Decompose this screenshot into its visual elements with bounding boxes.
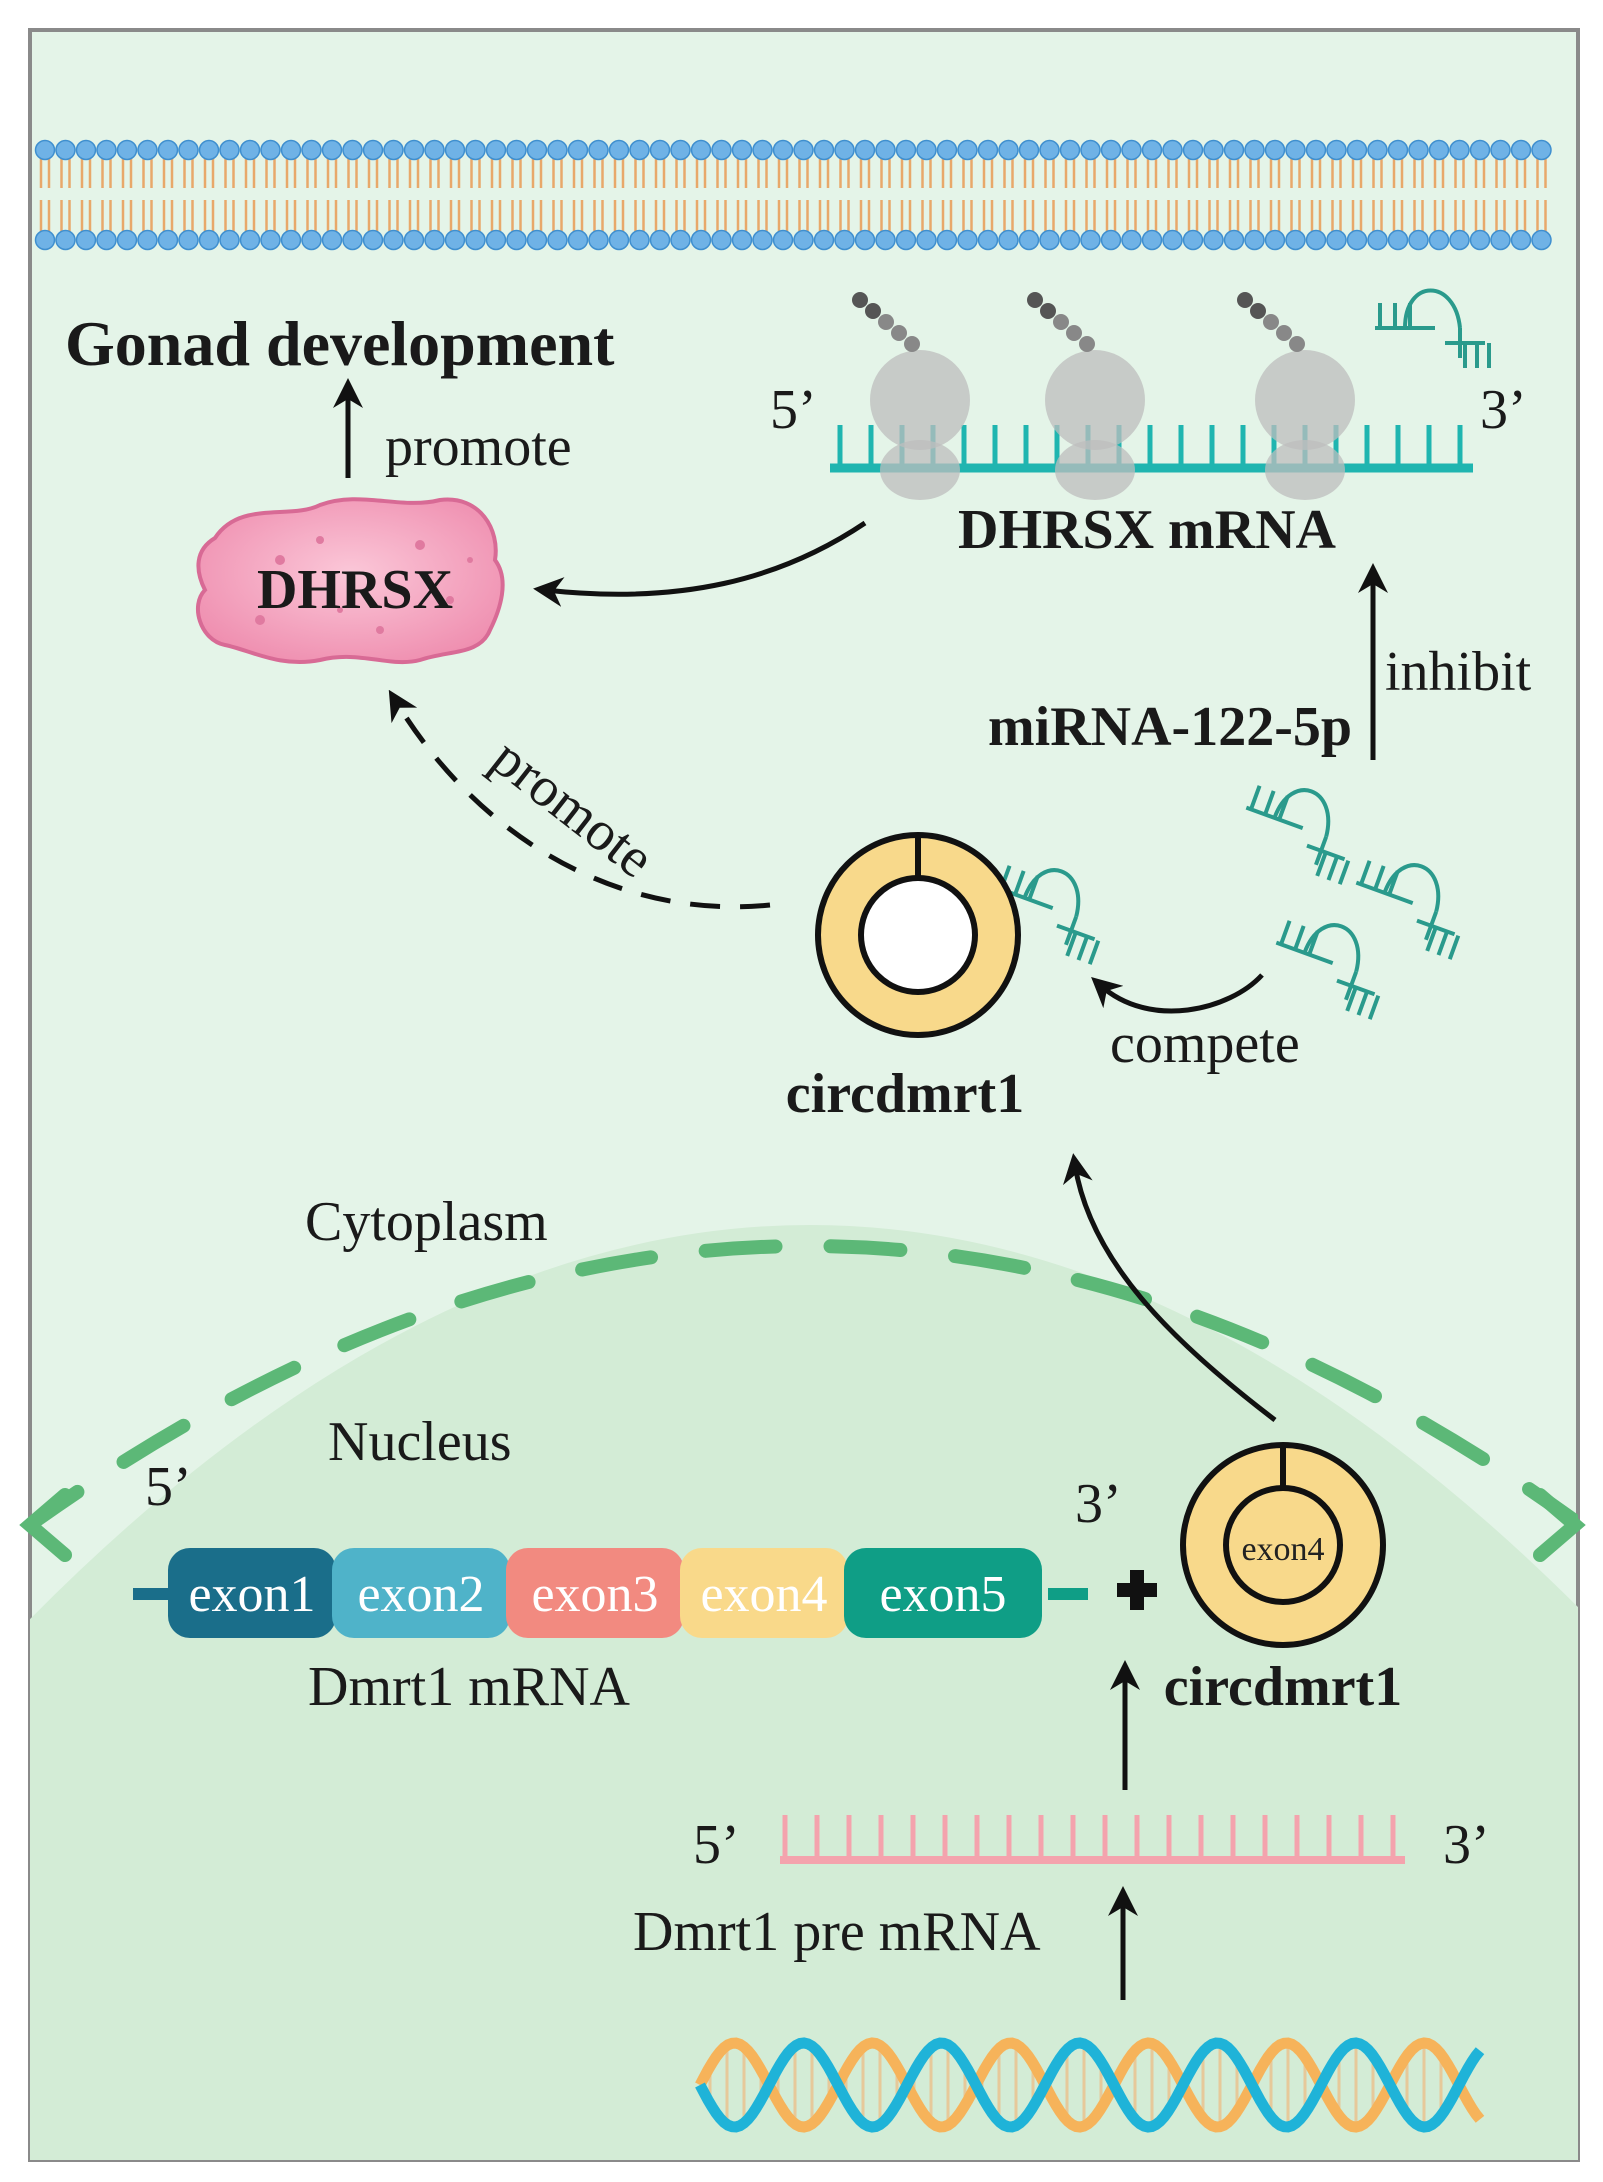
ribosomes <box>852 292 1355 500</box>
circ-exon4-label: exon4 <box>1241 1531 1324 1568</box>
plus-sign <box>1117 1570 1157 1610</box>
cell-membrane <box>34 139 1552 251</box>
dna-double-helix <box>695 2037 1485 2133</box>
circdmrt1-cytoplasm-label: circdmrt1 <box>786 1063 1024 1125</box>
exon-label: exon3 <box>531 1566 658 1623</box>
compete-arrow <box>1091 973 1264 1014</box>
exon-segment-4: exon4 <box>680 1548 848 1638</box>
compete-label: compete <box>1110 1013 1300 1075</box>
dhrsx-mrna-label: DHRSX mRNA <box>958 499 1337 561</box>
nuclear-envelope-left-end <box>19 1488 72 1562</box>
five-prime-dmrt1-label: 5’ <box>145 1456 192 1518</box>
promote-top-label: promote <box>385 416 572 478</box>
three-prime-dmrt1-label: 3’ <box>1075 1473 1122 1535</box>
exon-label: exon4 <box>700 1566 827 1623</box>
nuclear-envelope-right-end <box>1533 1488 1586 1562</box>
mirna-label: miRNA-122-5p <box>988 696 1352 758</box>
dmrt1-mrna-label: Dmrt1 mRNA <box>308 1656 631 1718</box>
exon-segment-2: exon2 <box>332 1548 510 1638</box>
exon-segment-1: exon1 <box>168 1548 336 1638</box>
dhrsx-protein <box>195 497 505 665</box>
three-prime-top-label: 3’ <box>1480 379 1527 441</box>
exon-label: exon2 <box>357 1566 484 1623</box>
nucleus-background <box>30 1225 1578 2160</box>
circdmrt1-nucleus-label: circdmrt1 <box>1164 1656 1402 1718</box>
five-prime-pre-label: 5’ <box>693 1814 740 1876</box>
dmrt1-pre-mrna-label: Dmrt1 pre mRNA <box>633 1901 1041 1963</box>
mirna-near-mrna <box>1375 288 1491 368</box>
dmrt1-mrna-exons: exon1 exon2 exon3 exon4 exon5 <box>168 1548 1042 1638</box>
three-prime-pre-label: 3’ <box>1443 1814 1490 1876</box>
nucleus-label: Nucleus <box>328 1411 512 1473</box>
mirna-cluster <box>995 785 1461 1020</box>
circdmrt1-cytoplasm-ring <box>815 832 1021 1038</box>
exon-label: exon1 <box>188 1566 315 1623</box>
nuclear-envelope <box>30 1239 1578 1534</box>
export-arrow <box>1063 1153 1277 1422</box>
five-prime-top-label: 5’ <box>770 379 817 441</box>
exon-segment-3: exon3 <box>506 1548 684 1638</box>
promote-dashed-arrow <box>388 689 771 910</box>
circdmrt1-nucleus-ring <box>1180 1442 1386 1648</box>
inhibit-label: inhibit <box>1385 641 1532 703</box>
cytoplasm-label: Cytoplasm <box>305 1191 548 1253</box>
dmrt1-pre-mrna-strand <box>780 1815 1405 1864</box>
translation-arrow <box>533 520 867 607</box>
exon-label: exon5 <box>879 1566 1006 1623</box>
exon-segment-5: exon5 <box>844 1548 1042 1638</box>
dhrsx-label: DHRSX <box>257 559 453 621</box>
gonad-development-label: Gonad development <box>65 308 615 379</box>
